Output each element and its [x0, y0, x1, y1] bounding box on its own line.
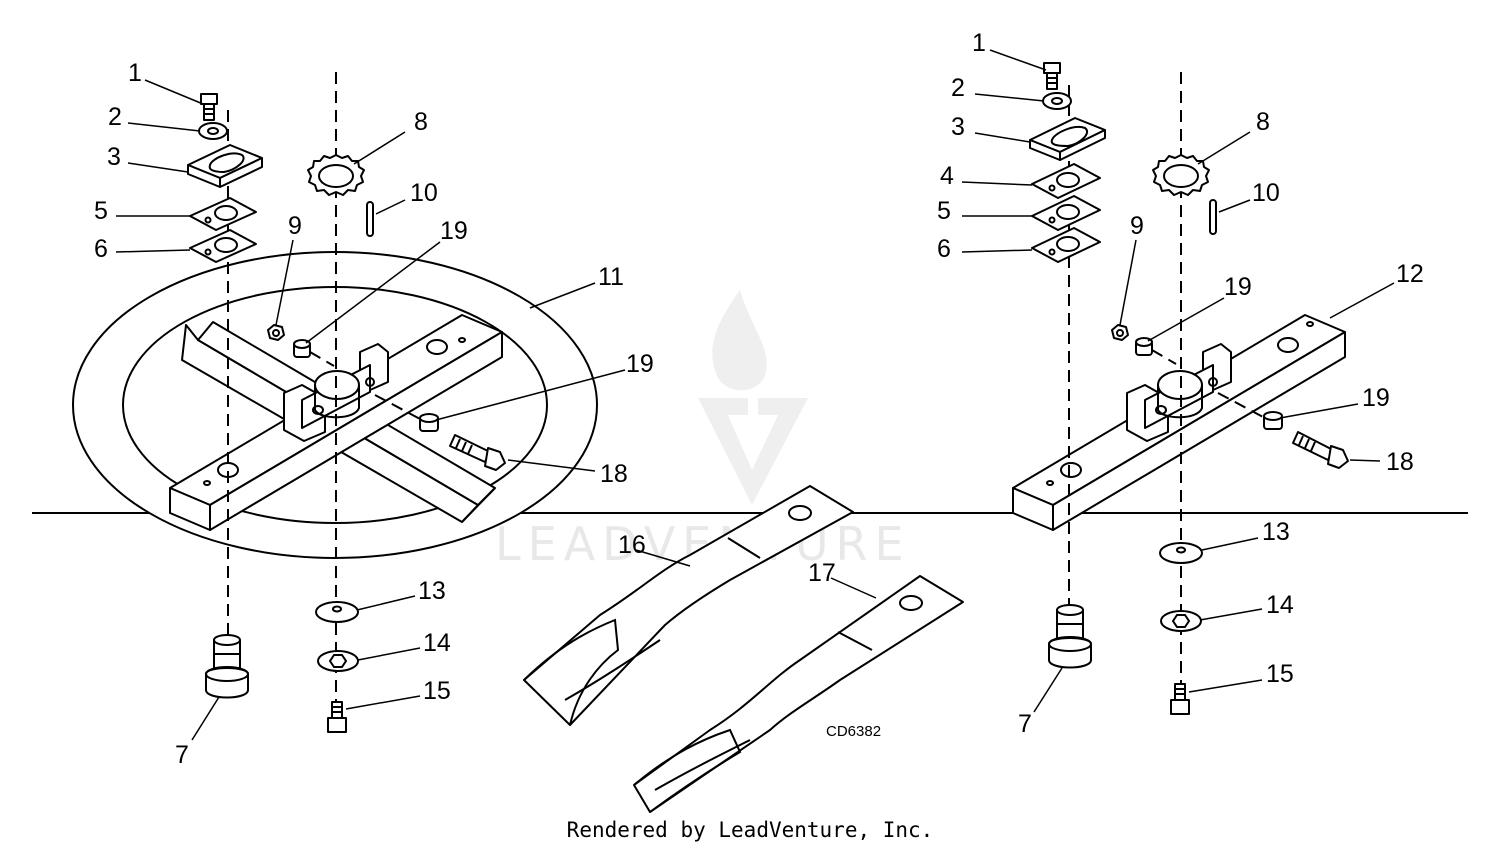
callout-15-left: 15 [423, 677, 451, 705]
callout-10-right: 10 [1252, 179, 1280, 207]
left-washer-13 [315, 601, 359, 623]
callout-15-right: 15 [1266, 660, 1294, 688]
right-blade-bar [1012, 314, 1346, 531]
callout-12: 12 [1396, 260, 1424, 288]
right-spacer-19-lower [1217, 392, 1283, 430]
left-bolt-15 [327, 701, 347, 733]
callout-11: 11 [598, 263, 624, 291]
callout-5-left: 5 [94, 197, 108, 225]
left-bolt-18 [449, 434, 506, 471]
callout-8-left: 8 [414, 108, 428, 136]
figure-id: CD6382 [826, 723, 881, 740]
callout-1-right: 1 [972, 29, 986, 57]
right-plate-5 [1031, 195, 1101, 231]
left-nut-9 [267, 324, 285, 341]
right-bolt-1 [1043, 62, 1061, 90]
callout-18-left: 18 [600, 460, 628, 488]
right-plate-6 [1031, 227, 1101, 263]
right-nut-9 [1111, 324, 1129, 341]
callout-14-left: 14 [423, 629, 451, 657]
left-spacer-19-lower [374, 394, 439, 432]
callout-2-left: 2 [108, 103, 122, 131]
callout-16: 16 [618, 531, 646, 559]
callout-7-left: 7 [175, 741, 189, 769]
left-plate-6 [189, 229, 257, 263]
callout-14-right: 14 [1266, 591, 1294, 619]
left-plate-3 [187, 144, 263, 188]
callout-19-left-upper: 19 [440, 217, 468, 245]
callout-18-right: 18 [1386, 448, 1414, 476]
left-lockwasher-14 [317, 650, 359, 672]
callout-5-right: 5 [937, 197, 951, 225]
right-serrated-washer-8 [1152, 154, 1210, 196]
callout-9-right: 9 [1130, 212, 1144, 240]
callout-17: 17 [808, 559, 836, 587]
callout-19-left-lower: 19 [626, 350, 654, 378]
callout-7-right: 7 [1018, 710, 1032, 738]
left-spacer-19-upper [293, 339, 335, 367]
callout-3-right: 3 [951, 113, 965, 141]
footer-credit: Rendered by LeadVenture, Inc. [567, 818, 934, 842]
callout-6-left: 6 [94, 235, 108, 263]
right-washer-2 [1042, 92, 1072, 110]
blade-17 [633, 575, 964, 813]
right-bolt-15 [1170, 683, 1190, 715]
right-spindle-bolt-7 [1048, 604, 1092, 669]
right-pin-10 [1209, 199, 1217, 235]
callout-2-right: 2 [951, 74, 965, 102]
left-bolt-1 [200, 93, 218, 121]
callout-13-right: 13 [1262, 518, 1290, 546]
callout-13-left: 13 [418, 577, 446, 605]
callout-19-right-upper: 19 [1224, 273, 1252, 301]
right-plate-4 [1031, 163, 1101, 199]
right-washer-13 [1159, 542, 1203, 564]
callout-8-right: 8 [1256, 108, 1270, 136]
blade-16 [523, 485, 854, 726]
left-serrated-washer-8 [307, 154, 365, 196]
callout-6-right: 6 [937, 235, 951, 263]
right-assembly: 1 2 3 4 5 6 8 10 9 19 12 19 18 13 14 15 … [937, 29, 1424, 738]
left-spindle-bolt-7 [205, 634, 249, 699]
right-spacer-19-upper [1135, 337, 1177, 365]
callout-19-right-lower: 19 [1362, 384, 1390, 412]
left-washer-2 [198, 122, 228, 140]
callout-3-left: 3 [107, 143, 121, 171]
callout-9-left: 9 [288, 212, 302, 240]
left-plate-5 [189, 197, 257, 231]
left-assembly: 1 2 3 5 6 8 10 9 19 11 19 18 13 14 15 7 [72, 59, 654, 769]
right-plate-3 [1029, 117, 1106, 161]
callout-1-left: 1 [128, 59, 142, 87]
callout-4-right: 4 [940, 162, 954, 190]
callout-10-left: 10 [410, 179, 438, 207]
right-lockwasher-14 [1160, 610, 1202, 632]
right-bolt-18 [1292, 431, 1349, 469]
left-pin-10 [366, 201, 374, 237]
